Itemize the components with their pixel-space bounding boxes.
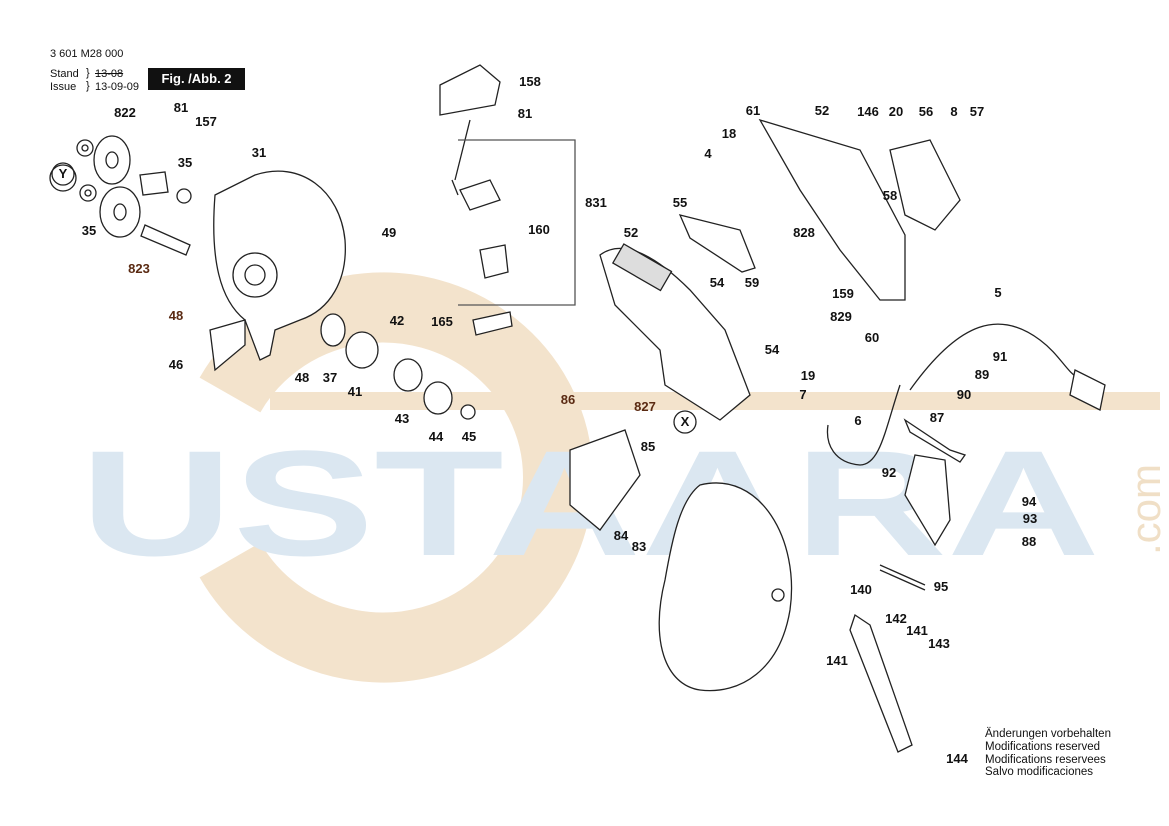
part-label-31: 31: [252, 145, 266, 160]
note-line: Modifications reservees: [985, 753, 1106, 766]
part-label-91: 91: [993, 349, 1007, 364]
part-label-4: 4: [704, 146, 712, 161]
part-number: 3 601 M28 000: [50, 48, 124, 60]
part-label-48: 48: [295, 370, 309, 385]
part-label-48: 48: [169, 308, 183, 323]
shaft-assembly: [49, 135, 192, 256]
handle-shell: [758, 118, 906, 301]
part-label-89: 89: [975, 367, 989, 382]
part-label-146: 146: [857, 104, 879, 119]
lower-blade-guard: [658, 482, 793, 692]
part-label-60: 60: [865, 330, 879, 345]
part-label-144: 144: [946, 751, 968, 766]
part-label-46: 46: [169, 357, 183, 372]
note-line: Salvo modificaciones: [985, 766, 1094, 779]
part-label-43: 43: [395, 411, 409, 426]
brace-icon: }: [86, 80, 90, 92]
figure-label: Fig. /Abb. 2: [148, 68, 245, 90]
blade-flange-set: [209, 313, 476, 420]
part-label-822: 822: [114, 105, 136, 120]
part-label-81: 81: [518, 106, 532, 121]
callout-circle: [673, 410, 697, 434]
part-label-829: 829: [830, 309, 852, 324]
part-label-Y: Y: [59, 166, 68, 181]
part-label-86: 86: [561, 392, 575, 407]
stand-value: 13-08: [95, 68, 124, 80]
part-label-87: 87: [930, 410, 944, 425]
part-label-827: 827: [634, 399, 656, 414]
part-label-59: 59: [745, 275, 759, 290]
part-label-828: 828: [793, 225, 815, 240]
part-label-160: 160: [528, 222, 550, 237]
part-label-85: 85: [641, 439, 655, 454]
part-label-19: 19: [801, 368, 815, 383]
part-label-831: 831: [585, 195, 607, 210]
part-label-81: 81: [174, 100, 188, 115]
part-label-157: 157: [195, 114, 217, 129]
part-label-823: 823: [128, 261, 150, 276]
part-label-6: 6: [854, 413, 861, 428]
part-label-141: 141: [826, 653, 848, 668]
part-label-5: 5: [994, 285, 1001, 300]
part-label-45: 45: [462, 429, 476, 444]
part-label-159: 159: [832, 286, 854, 301]
part-label-8: 8: [950, 104, 957, 119]
part-label-90: 90: [957, 387, 971, 402]
part-label-44: 44: [429, 429, 444, 444]
part-label-84: 84: [614, 528, 629, 543]
guard-lever: [849, 613, 913, 753]
part-label-7: 7: [799, 387, 806, 402]
part-label-61: 61: [746, 103, 760, 118]
part-label-52: 52: [815, 103, 829, 118]
callout-circle: [51, 162, 75, 186]
stand-label: Stand: [50, 68, 79, 80]
issue-label: Issue: [50, 81, 77, 93]
part-label-95: 95: [934, 579, 948, 594]
part-label-143: 143: [928, 636, 950, 651]
part-label-41: 41: [348, 384, 362, 399]
part-label-54: 54: [765, 342, 780, 357]
switch-assembly: [439, 64, 576, 336]
part-label-37: 37: [323, 370, 337, 385]
note-line: Modifications reserved: [985, 740, 1101, 753]
note-line: Änderungen vorbehalten: [985, 728, 1111, 740]
part-label-42: 42: [390, 313, 404, 328]
guard-bracket: [904, 454, 951, 547]
part-label-X: X: [681, 414, 690, 429]
upper-blade-guard: [213, 170, 346, 361]
part-label-52: 52: [624, 225, 638, 240]
part-label-83: 83: [632, 539, 646, 554]
change-notes: Änderungen vorbehalten Modifications res…: [985, 728, 1111, 779]
part-label-158: 158: [519, 74, 541, 89]
part-label-88: 88: [1022, 534, 1036, 549]
part-label-58: 58: [883, 188, 897, 203]
part-label-18: 18: [722, 126, 736, 141]
part-label-93: 93: [1023, 511, 1037, 526]
part-label-140: 140: [850, 582, 872, 597]
part-label-56: 56: [919, 104, 933, 119]
part-label-49: 49: [382, 225, 396, 240]
power-cable: [909, 323, 1081, 391]
part-label-142: 142: [885, 611, 907, 626]
part-label-92: 92: [882, 465, 896, 480]
part-label-141: 141: [906, 623, 928, 638]
part-label-94: 94: [1022, 494, 1037, 509]
watermark-suffix: .com: [1122, 464, 1169, 555]
part-label-55: 55: [673, 195, 687, 210]
brace-icon: }: [86, 67, 90, 79]
part-label-20: 20: [889, 104, 903, 119]
handle-housing: [599, 247, 751, 421]
part-label-35: 35: [178, 155, 192, 170]
issue-value: 13-09-09: [95, 81, 140, 93]
part-label-54: 54: [710, 275, 725, 290]
part-label-57: 57: [970, 104, 984, 119]
part-label-35: 35: [82, 223, 96, 238]
part-label-165: 165: [431, 314, 453, 329]
